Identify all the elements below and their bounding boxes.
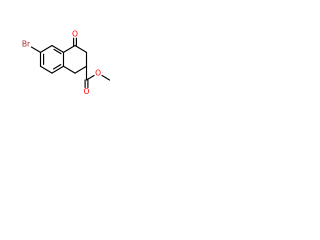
bond-c4a-c4 [62, 44, 76, 53]
ketone-oxygen-label: O [72, 30, 78, 39]
atom-labels: Br O O O [22, 30, 101, 97]
bonds [30, 37, 111, 89]
ester-ether-oxygen-label: O [95, 69, 101, 78]
bond-o-methyl [101, 74, 111, 81]
molecule-drawing: Br O O O [22, 30, 111, 97]
bond-c4-c3 [74, 44, 88, 53]
bond-ring-b [51, 44, 65, 53]
bond-c1-c8a [62, 65, 76, 74]
bond-ester-c-o-single [85, 74, 95, 81]
bond-c-br [30, 46, 42, 53]
bond-ring-double-1 [53, 48, 62, 55]
bond-ring-a [39, 44, 53, 53]
bromine-label: Br [22, 40, 31, 49]
bond-ring-d [51, 65, 65, 74]
ester-carbonyl-oxygen-label: O [84, 87, 90, 96]
bond-c2-c1 [74, 65, 88, 74]
structure-canvas: Br O O O [0, 0, 152, 152]
bond-ring-e [39, 65, 53, 74]
bond-ring-double-2 [52, 64, 62, 70]
